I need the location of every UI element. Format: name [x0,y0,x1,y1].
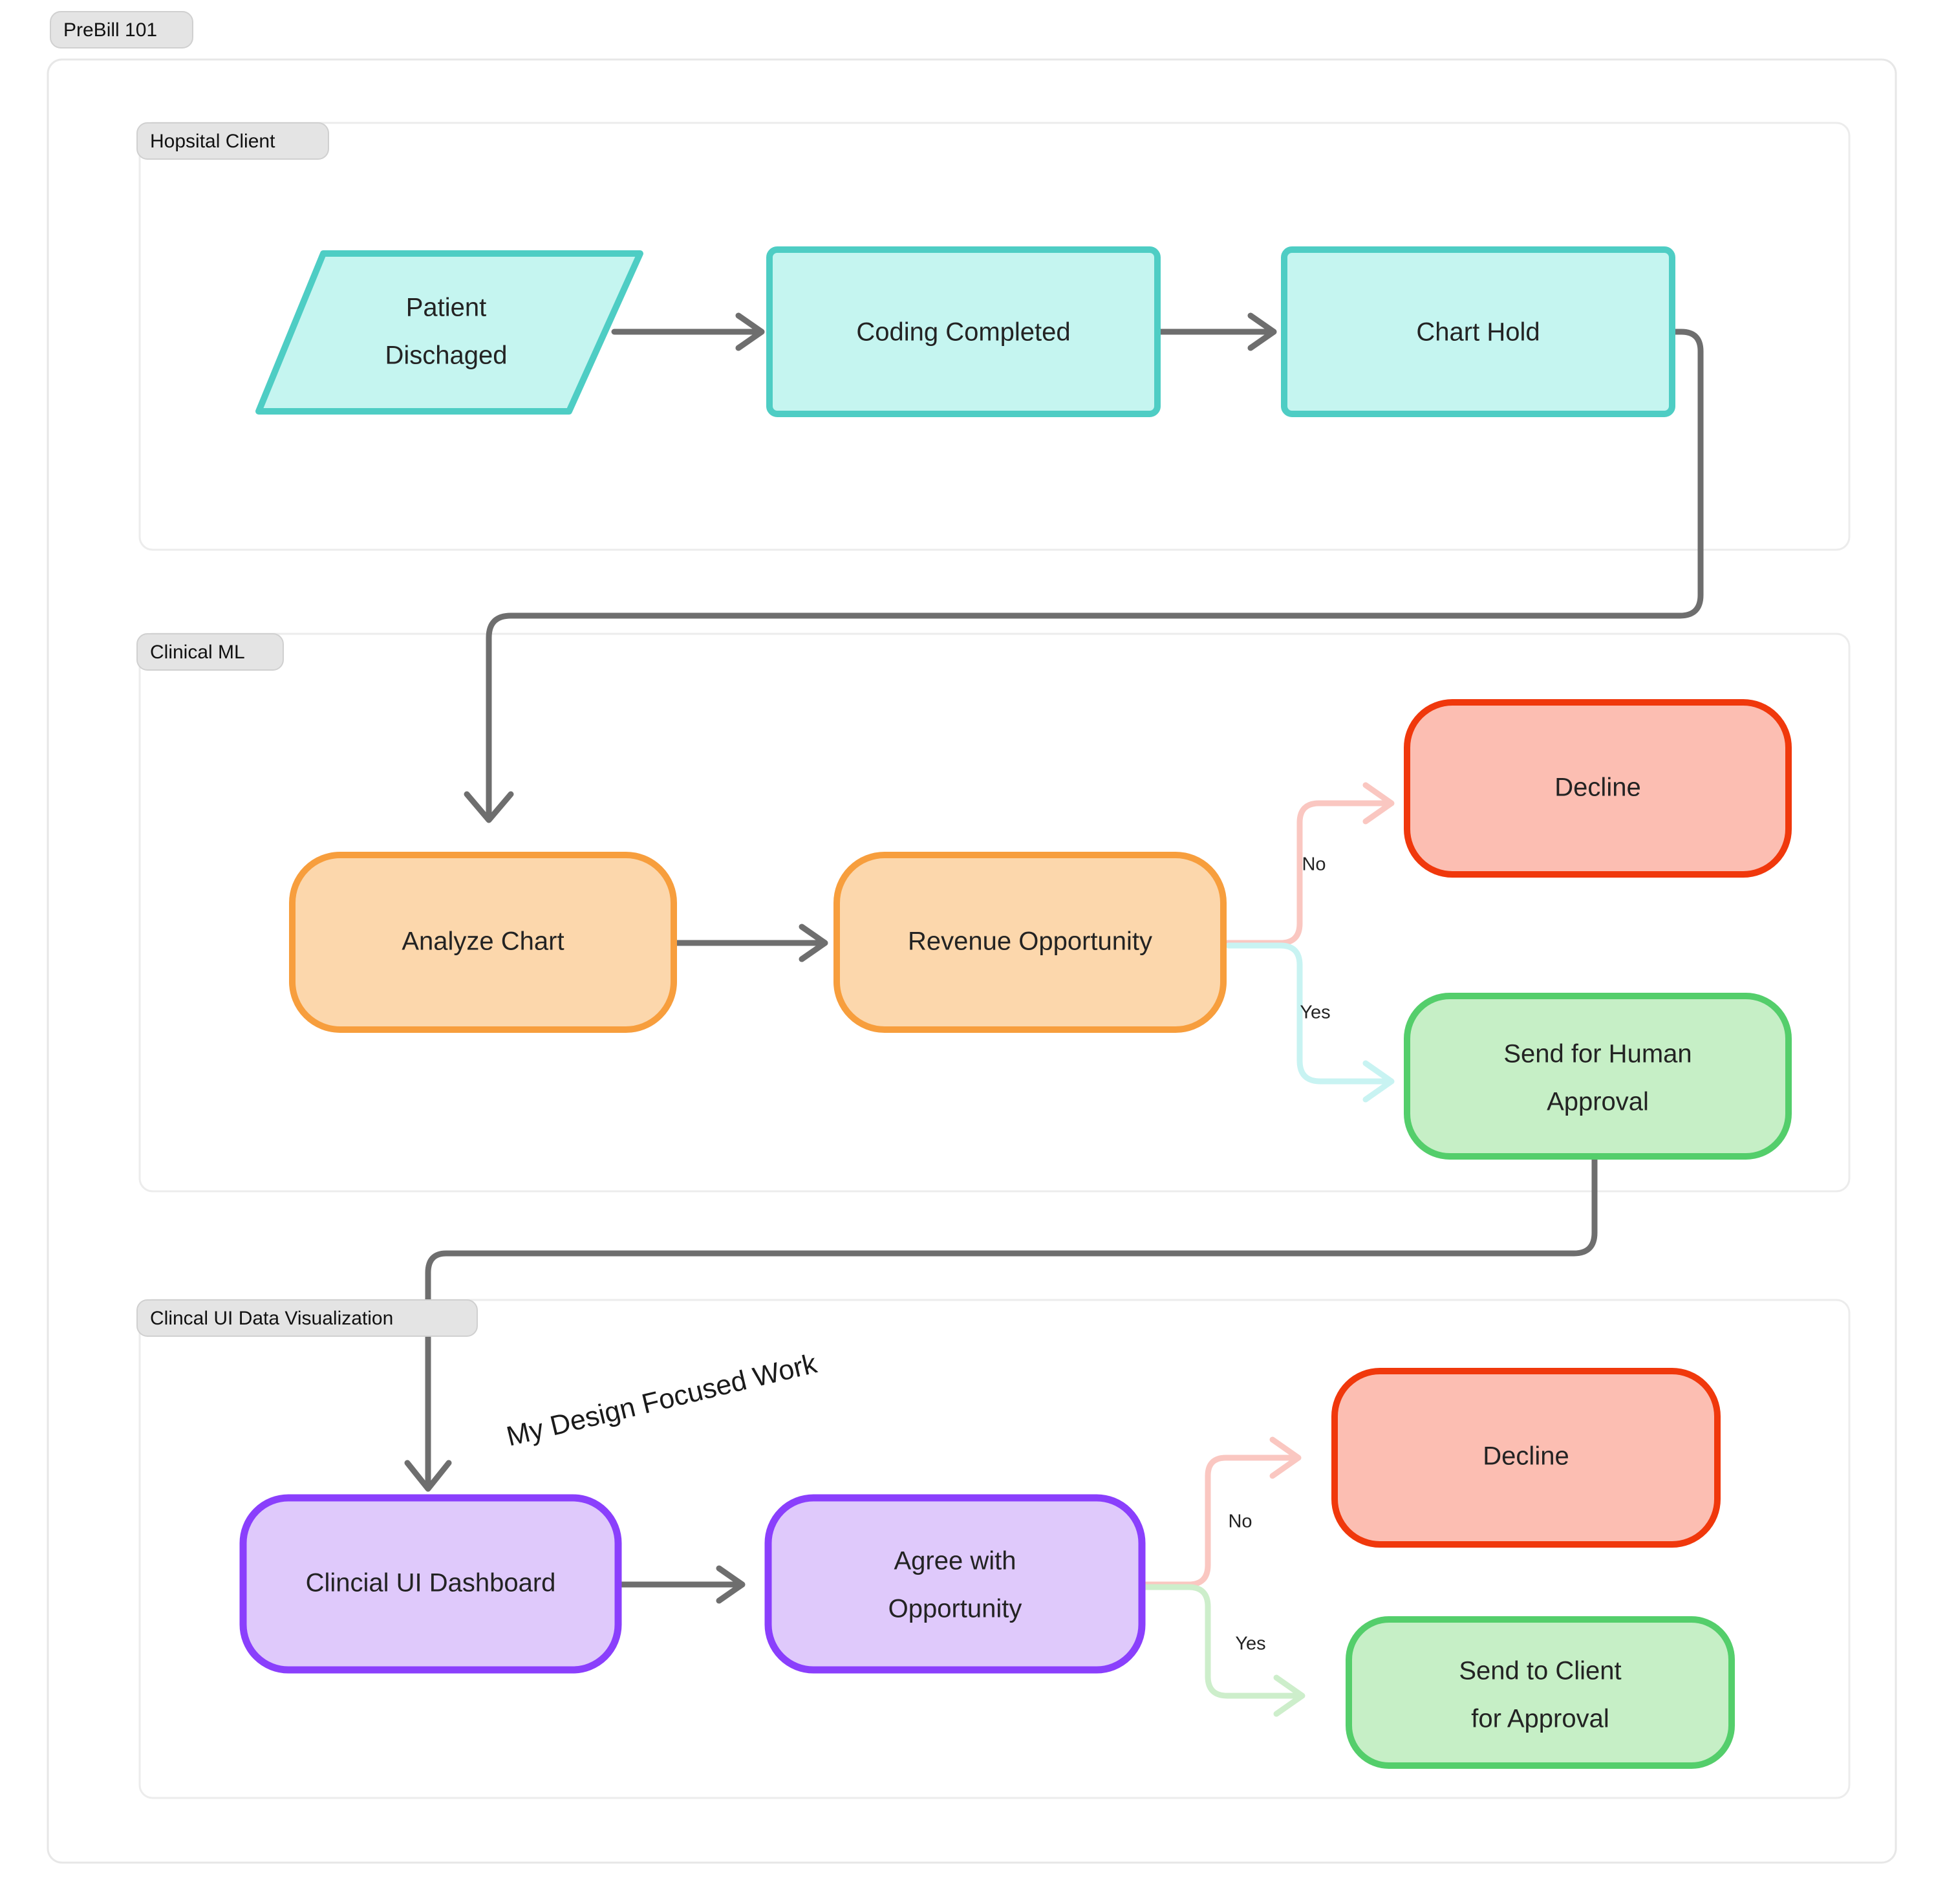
group-label-clinical-ml: Clinical ML [150,642,245,663]
node-decline-ui-label: Decline [1483,1442,1569,1471]
node-patient-discharged-label-line1: Patient [406,294,487,322]
group-pill-clinical-ui [136,1299,478,1337]
edge-label-ml-yes: Yes [1300,1002,1330,1023]
node-analyze-chart[interactable] [289,852,677,1033]
branch-ml-yes [1225,942,1390,1085]
connector-approval-to-dashboard [425,1149,1598,1486]
group-pill-clinical-ml [136,633,284,671]
node-revenue-opportunity[interactable] [833,852,1227,1033]
connector-chart-hold-to-analyze-chart [486,329,1704,817]
diagram-title-pill [50,11,193,49]
node-decline-ui[interactable] [1331,1368,1721,1548]
node-revenue-opportunity-label: Revenue Opportunity [908,927,1152,956]
edge-label-ui-yes: Yes [1235,1634,1265,1654]
branch-ui-no [1137,1455,1296,1588]
node-send-to-client[interactable] [1346,1616,1735,1769]
node-send-human-approval[interactable] [1404,993,1792,1160]
group-label-clinical-ui: Clincal UI Data Visualization [150,1308,393,1329]
node-agree-with-opportunity-label-line2: Opportunity [888,1595,1022,1623]
node-decline-ml[interactable] [1404,699,1792,878]
branch-ml-no [1223,800,1390,946]
node-agree-with-opportunity-label-line1: Agree with [894,1547,1016,1575]
branch-ml-no-arrowhead [1362,782,1395,825]
node-chart-hold[interactable] [1281,246,1675,417]
connector-arrowhead-dashboard [404,1460,452,1492]
edge-label-ml-no: No [1302,854,1326,875]
node-send-to-client-label-line1: Send to Client [1459,1657,1621,1685]
node-send-human-approval-label-line1: Send for Human [1503,1040,1692,1068]
connector-arrowhead-revenue [799,924,828,962]
node-agree-with-opportunity[interactable] [764,1494,1146,1674]
node-send-human-approval-label-line2: Approval [1547,1088,1649,1116]
branch-ml-yes-arrowhead [1362,1060,1395,1103]
group-pill-hospital-client [136,122,329,160]
node-analyze-chart-label: Analyze Chart [402,927,564,956]
node-coding-completed-label: Coding Completed [856,318,1070,347]
node-coding-completed[interactable] [766,246,1161,417]
connector-arrowhead-analyze-chart [464,791,514,823]
branch-ui-yes [1140,1584,1300,1699]
connector-arrowhead-agree [716,1565,746,1604]
node-decline-ml-label: Decline [1554,774,1640,802]
branch-ui-yes-arrowhead [1273,1674,1306,1717]
group-label-hospital-client: Hopsital Client [150,131,275,152]
node-send-to-client-label-line2: for Approval [1471,1705,1609,1733]
diagram-title-label: PreBill 101 [63,19,157,41]
connector-arrowhead-chart-hold [1247,312,1277,351]
node-patient-discharged-label-line2: Dischaged [385,341,507,370]
edge-label-ui-no: No [1228,1511,1252,1532]
branch-ui-no-arrowhead [1269,1436,1302,1479]
connector-arrowhead-coding [735,312,765,351]
node-patient-discharged[interactable] [255,250,643,415]
node-clincial-ui-dashboard[interactable] [239,1494,622,1674]
node-clincial-ui-dashboard-label: Clincial UI Dashboard [306,1569,556,1597]
node-chart-hold-label: Chart Hold [1416,318,1540,347]
